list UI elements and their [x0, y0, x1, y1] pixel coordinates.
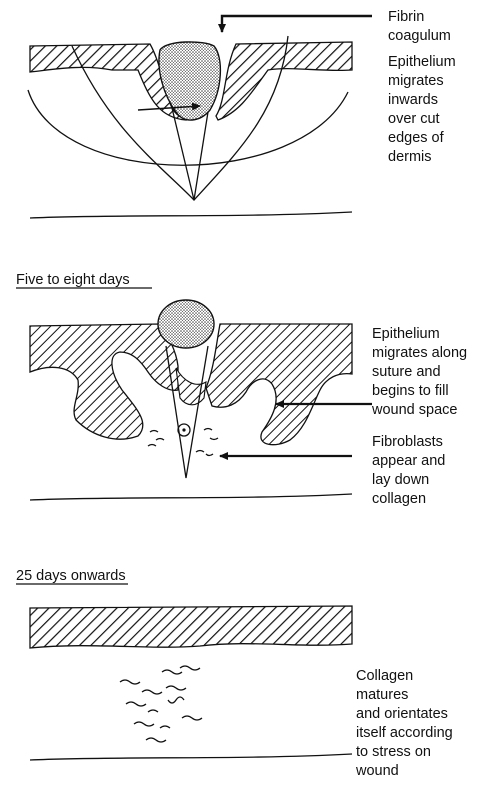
label-line: begins to fill — [372, 383, 449, 399]
label-line: Fibrin — [388, 9, 424, 25]
label-line: migrates along — [372, 345, 467, 361]
label-line: edges of — [388, 130, 445, 146]
label-line: Epithelium — [372, 326, 440, 342]
label-line: Epithelium — [388, 54, 456, 70]
panel-3-heading: 25 days onwards — [16, 568, 128, 584]
fibrin-coagulum-2 — [158, 300, 214, 348]
subcutis-line-3 — [30, 754, 352, 760]
subcutis-line — [30, 212, 352, 218]
label-line: and orientates — [356, 706, 448, 722]
epithelium-left-wing — [30, 324, 178, 439]
epithelium-right-wing — [206, 324, 352, 445]
panel-2-heading: Five to eight days — [16, 272, 152, 288]
incision-wedge — [172, 108, 208, 200]
panel-3-labels: Collagen matures and orientates itself a… — [355, 668, 457, 779]
label-line: lay down — [372, 472, 429, 488]
label-line: dermis — [388, 149, 432, 165]
panel-1-incision — [28, 16, 372, 218]
label-epithelium-migrates-along-suture: Epithelium migrates along suture and beg… — [371, 326, 471, 418]
label-line: itself according — [356, 725, 453, 741]
label-line: appear and — [372, 453, 445, 469]
label-line: suture and — [372, 364, 441, 380]
label-line: Collagen — [356, 668, 413, 684]
label-fibrin-coagulum: Fibrin coagulum — [388, 9, 451, 44]
suture-thread-core — [182, 428, 185, 431]
label-collagen-matures: Collagen matures and orientates itself a… — [355, 668, 457, 779]
panel-1-labels: Fibrin coagulum Epithelium migrates inwa… — [388, 9, 460, 165]
heading-five-to-eight-days: Five to eight days — [16, 272, 130, 288]
label-line: coagulum — [388, 28, 451, 44]
epidermis-right — [216, 42, 352, 120]
panel-2-suture — [30, 300, 372, 500]
label-line: to stress on — [356, 744, 431, 760]
subcutis-line-2 — [30, 494, 352, 500]
coagulum-callout-arrow — [222, 16, 372, 32]
label-line: inwards — [388, 92, 438, 108]
panel-2-labels: Epithelium migrates along suture and beg… — [371, 326, 471, 507]
heading-25-days-onwards: 25 days onwards — [16, 568, 126, 584]
label-line: over cut — [388, 111, 440, 127]
label-line: wound space — [371, 402, 457, 418]
label-epithelium-migrates-inwards: Epithelium migrates inwards over cut edg… — [388, 54, 460, 165]
label-line: collagen — [372, 491, 426, 507]
label-line: Fibroblasts — [372, 434, 443, 450]
panel-3-healed — [30, 606, 352, 760]
label-line: migrates — [388, 73, 444, 89]
label-fibroblasts: Fibroblasts appear and lay down collagen — [372, 434, 449, 507]
collagen-fibres — [120, 666, 202, 742]
fibroblast-marks — [148, 429, 218, 456]
label-line: matures — [356, 687, 408, 703]
label-line: wound — [355, 763, 399, 779]
healed-epidermis — [30, 606, 352, 648]
